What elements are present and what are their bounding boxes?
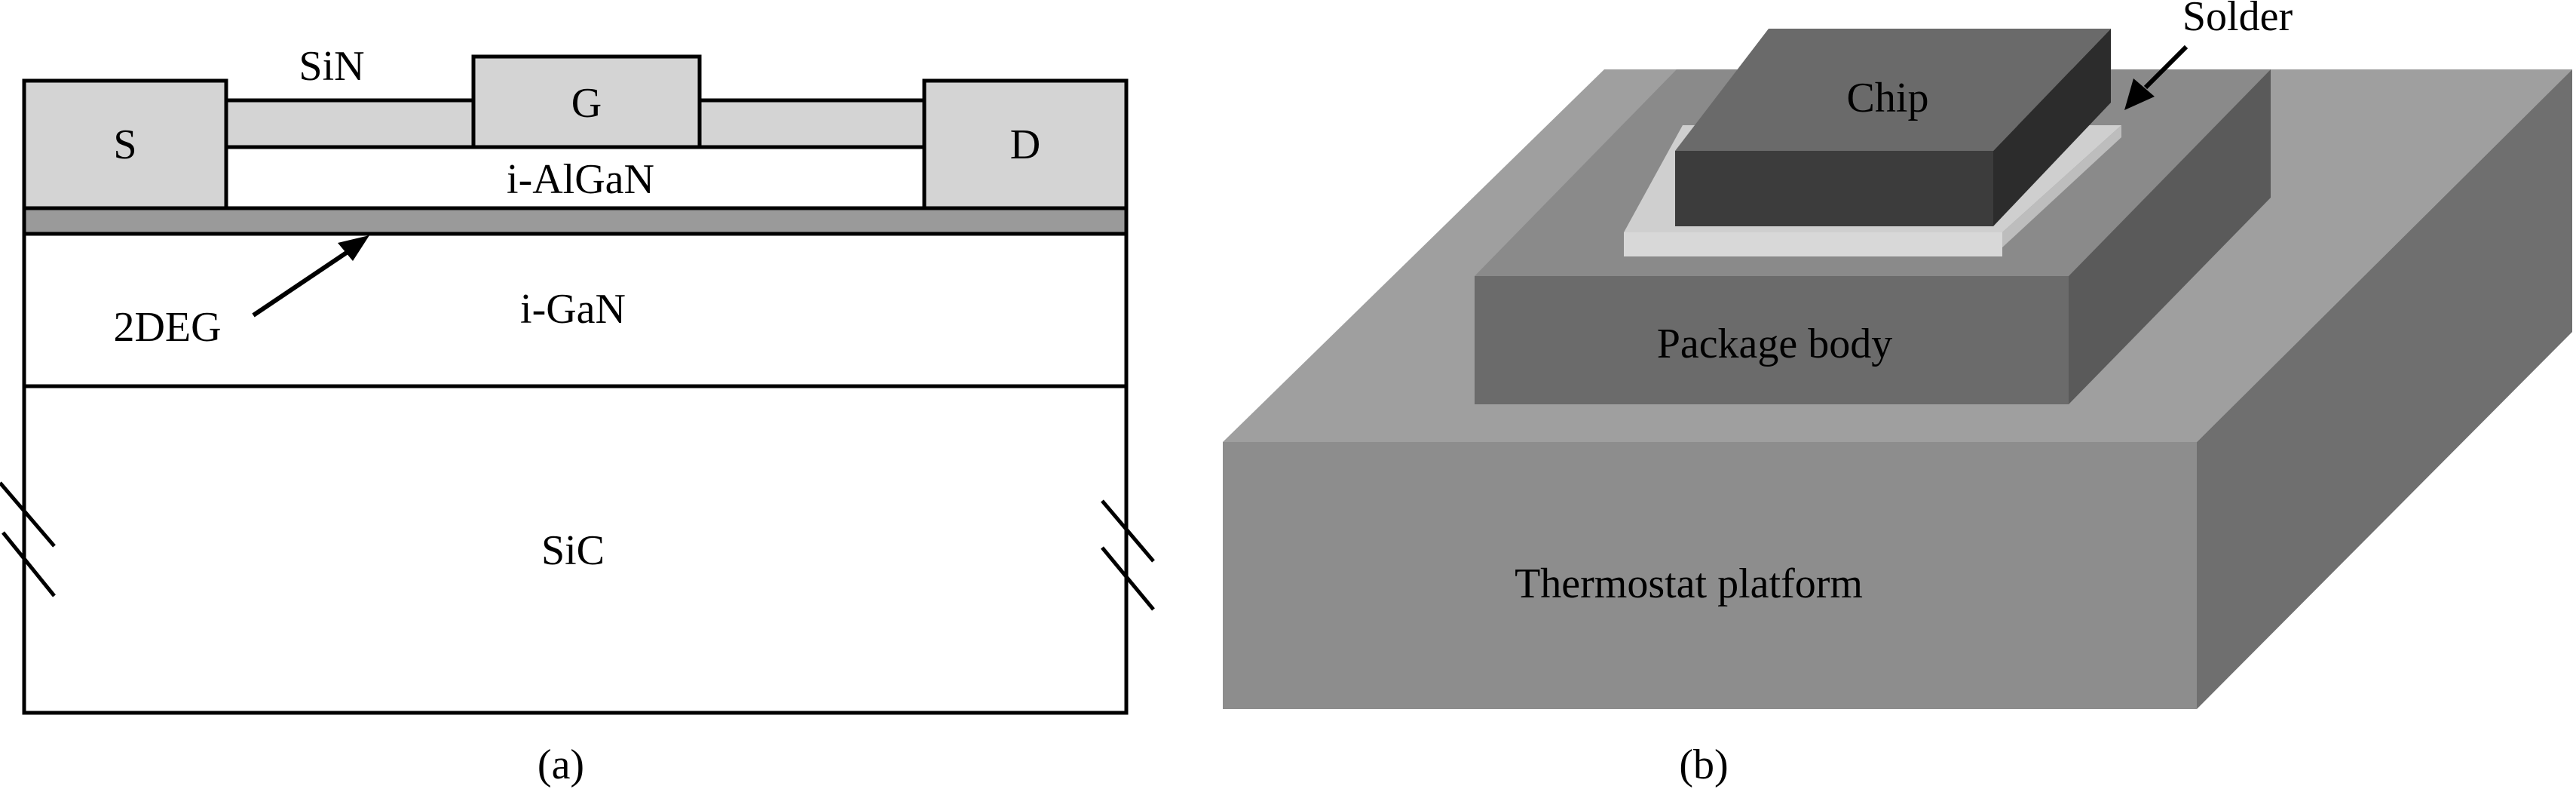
- two-deg-arrow-shaft: [252, 245, 356, 318]
- two-deg-label: 2DEG: [113, 304, 221, 351]
- algan-label: i-AlGaN: [507, 156, 654, 203]
- drain-contact: [922, 78, 1129, 210]
- chip-label: Chip: [1847, 75, 1929, 121]
- package-front-face: [1475, 276, 2069, 404]
- sin-passivation-left: [224, 98, 476, 149]
- panel-a-caption: (a): [538, 741, 584, 788]
- drain-label: D: [1010, 121, 1040, 168]
- two-deg-arrow-head: [338, 235, 369, 261]
- chip-front-face: [1675, 151, 1993, 226]
- two-deg-layer: [22, 206, 1129, 236]
- source-label: S: [113, 121, 136, 168]
- solder-right-face: [2002, 125, 2121, 247]
- sic-substrate-layer: [22, 384, 1129, 715]
- panel-b-labels: Chip Solder Package body Thermostat plat…: [1515, 0, 2293, 788]
- break-mark-right: [1101, 499, 1155, 611]
- sin-label: SiN: [299, 43, 364, 90]
- break-mark-left: [0, 481, 56, 597]
- chip-top-face: [1675, 29, 2111, 151]
- panel-b-package-assembly: [1223, 29, 2572, 709]
- platform-front-face: [1223, 442, 2197, 709]
- source-contact: [22, 78, 228, 210]
- gate-label: G: [571, 80, 602, 127]
- panel-b-caption: (b): [1679, 741, 1728, 788]
- platform-label: Thermostat platform: [1515, 560, 1863, 607]
- sin-passivation-right: [697, 98, 927, 149]
- solder-front-face: [1624, 232, 2002, 256]
- panel-a-labels: S G D SiN i-AlGaN 2DEG i-GaN SiC (a): [113, 43, 1040, 788]
- package-right-face: [2069, 69, 2271, 404]
- solder-arrow-head: [2124, 78, 2155, 110]
- gan-label: i-GaN: [520, 286, 626, 333]
- sic-label: SiC: [541, 527, 605, 574]
- package-body-label: Package body: [1657, 321, 1893, 367]
- gate-contact: [471, 54, 702, 149]
- panel-a-hemt-cross-section: [0, 54, 1155, 715]
- chip-right-face: [1993, 29, 2111, 226]
- gan-buffer-layer: [22, 232, 1129, 388]
- solder-label: Solder: [2182, 0, 2293, 40]
- solder-arrow-shaft: [2143, 45, 2189, 90]
- platform-right-face: [2197, 69, 2572, 709]
